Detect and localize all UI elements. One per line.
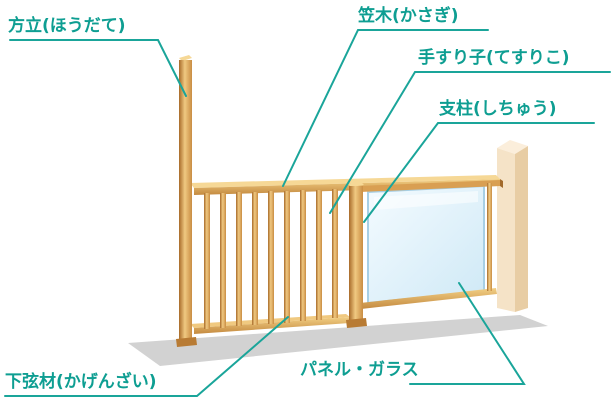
leader-tesuriko [329,71,611,214]
hoodate-post [176,55,197,347]
wall-block [497,140,528,312]
leader-shichuu [363,122,595,223]
leader-kagenzai [4,316,289,397]
panel-glass-label: パネル・ガラス [300,360,419,380]
tesuriko-label: 手すり子(てすりこ) [418,48,570,68]
leader-lines [4,29,611,397]
leader-kasagi [282,29,489,187]
shichuu-label: 支柱(しちゅう) [439,99,557,119]
glass-panel [367,184,485,305]
leader-panel [409,282,526,385]
kasagi-label: 笠木(かさぎ) [358,6,459,26]
panel-frame [360,180,500,309]
ground-shadow [128,315,548,366]
kagenzai-label: 下弦材(かげんざい) [5,372,157,392]
tesuriko-balusters [204,189,338,329]
shichuu-post [346,182,367,328]
hoodate-label: 方立(ほうだて) [8,16,126,36]
leader-hoodate [9,39,187,97]
